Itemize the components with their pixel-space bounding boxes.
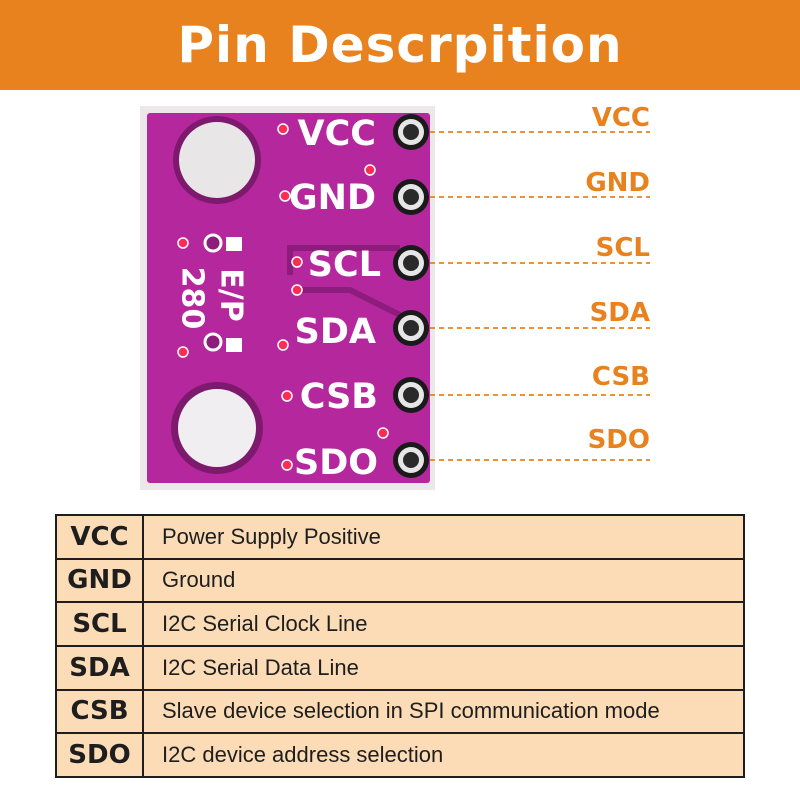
header-pin-sdo [393,442,429,478]
title-banner: Pin Descrpition [0,0,800,90]
callout-vcc: VCC [592,103,650,133]
pin-description: I2C Serial Data Line [142,644,745,691]
pin-name: SDO [55,732,144,778]
pin-description-table: VCC Power Supply Positive GND Ground SCL… [55,514,745,778]
callout-scl: SCL [596,233,650,263]
callout-sdo: SDO [588,425,650,455]
table-row: GND Ground [55,557,745,604]
table-row: VCC Power Supply Positive [55,514,745,560]
silkscreen-label-csb: CSB [300,377,378,417]
callout-csb: CSB [592,362,650,392]
table-row: SCL I2C Serial Clock Line [55,601,745,647]
pin1-marker [226,237,242,251]
mounting-hole-top [173,116,261,204]
table-row: SDO I2C device address selection [55,732,745,778]
pin-description: Ground [142,557,745,604]
callout-gnd: GND [585,168,650,198]
pin-name: SCL [55,601,144,647]
pin-name: VCC [55,514,144,560]
silkscreen-label-vcc: VCC [298,114,376,154]
pin-name: GND [55,557,144,604]
chip-pad [203,233,223,253]
model-number: 280 [175,267,210,330]
via-cluster [177,123,389,471]
pin-description: Power Supply Positive [142,514,745,560]
header-pin-gnd [393,179,429,215]
silkscreen-label-sdo: SDO [294,443,378,483]
pin-name: SDA [55,644,144,691]
pin1-marker [226,338,242,352]
header-pin-vcc [393,114,429,150]
table-row: CSB Slave device selection in SPI commun… [55,688,745,735]
pin-description: Slave device selection in SPI communicat… [142,688,745,735]
pin-description: I2C device address selection [142,732,745,778]
header-pin-csb [393,377,429,413]
silkscreen-label-gnd: GND [289,178,376,218]
silkscreen-label-scl: SCL [308,245,381,285]
pin-description: I2C Serial Clock Line [142,601,745,647]
table-row: SDA I2C Serial Data Line [55,644,745,691]
callout-sda: SDA [590,298,650,328]
header-pin-sda [393,310,429,346]
silkscreen-label-sda: SDA [295,312,376,352]
chip-pad [203,332,223,352]
mounting-hole-bottom [171,382,263,474]
leader-lines [430,131,650,461]
header-pin-scl [393,245,429,281]
chip-marking: E/P [214,268,249,321]
page-title: Pin Descrpition [177,16,623,74]
pcb-diagram: E/P 280 VCC GND SCL SDA CSB SDO [140,103,650,490]
board-illustration: E/P 280 VCC GND SCL SDA CSB SDO [0,100,800,500]
pcb-trace [287,245,402,318]
pin-name: CSB [55,688,144,735]
header-pins [393,114,429,478]
